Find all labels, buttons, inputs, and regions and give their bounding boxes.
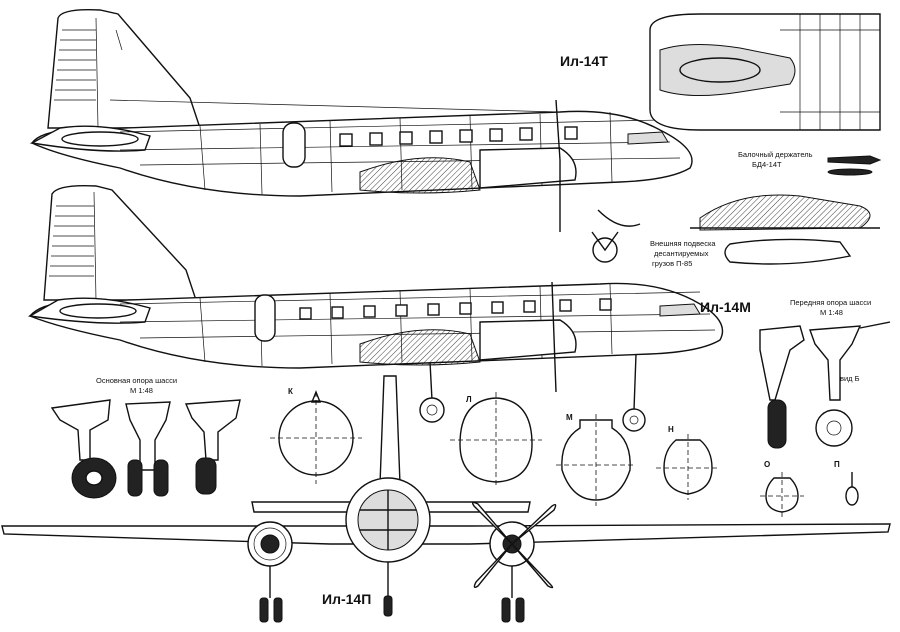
section-label: Н — [668, 425, 674, 434]
nose-gear-caption-2: М 1:48 — [820, 308, 843, 317]
external-suspension-sketch — [591, 194, 880, 265]
view-b-caption: вид Б — [840, 374, 860, 383]
main-gear-caption-2: М 1:48 — [130, 386, 153, 395]
section-label: М — [566, 413, 573, 422]
main-gear-detail — [50, 399, 241, 499]
bomb-holder-sketch — [827, 155, 882, 176]
il14t-side-view — [29, 8, 693, 232]
main-gear-caption-1: Основная опора шасси — [96, 376, 177, 385]
il14m-side-view — [27, 184, 724, 432]
nose-gear-detail — [759, 321, 891, 449]
il14p-front-view — [1, 375, 891, 623]
belly-plan-view — [649, 13, 881, 131]
ext-suspension-caption-3: грузов П-85 — [652, 259, 692, 268]
section-label: О — [764, 460, 770, 469]
bomb-holder-caption-1: Балочный держатель — [738, 150, 813, 159]
il14t-title: Ил-14Т — [560, 53, 608, 69]
bomb-holder-caption-2: БД4-14Т — [752, 160, 782, 169]
nose-gear-caption-1: Передняя опора шасси — [790, 298, 871, 307]
section-label: К — [288, 387, 293, 396]
cross-sections: К Л М Н О П — [270, 387, 859, 518]
il14p-title: Ил-14П — [322, 591, 371, 607]
section-label: Л — [466, 395, 472, 404]
section-label: П — [834, 460, 840, 469]
il14m-title: Ил-14М — [700, 299, 751, 315]
ext-suspension-caption-2: десантируемых — [654, 249, 709, 258]
ext-suspension-caption-1: Внешняя подвеска — [650, 239, 716, 248]
